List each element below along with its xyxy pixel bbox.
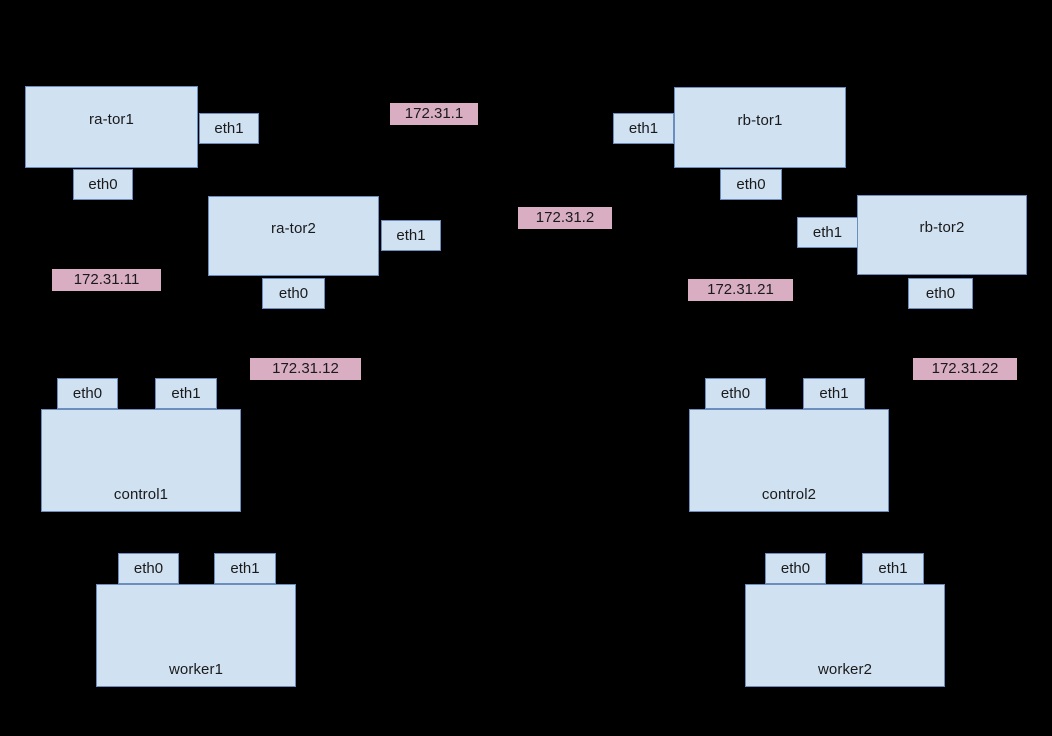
interface-control2-eth0[interactable]: eth0	[705, 378, 766, 409]
node-label-worker1: worker1	[168, 661, 224, 678]
node-label-worker2: worker2	[817, 661, 873, 678]
node-label-ra-tor2: ra-tor2	[271, 220, 316, 237]
node-control2[interactable]: control2	[689, 409, 889, 512]
network-label-net-172-31-21[interactable]: 172.31.21	[688, 279, 793, 301]
node-worker2[interactable]: worker2	[745, 584, 945, 687]
interface-control1-eth0[interactable]: eth0	[57, 378, 118, 409]
interface-worker1-eth1[interactable]: eth1	[214, 553, 276, 584]
node-label-control1: control1	[113, 486, 169, 503]
node-label-ra-tor1: ra-tor1	[89, 111, 134, 128]
network-label-net-172-31-11[interactable]: 172.31.11	[52, 269, 161, 291]
interface-control1-eth1[interactable]: eth1	[155, 378, 217, 409]
node-rb-tor1[interactable]: rb-tor1	[674, 87, 846, 168]
network-label-net-172-31-1[interactable]: 172.31.1	[390, 103, 478, 125]
network-label-net-172-31-12[interactable]: 172.31.12	[250, 358, 361, 380]
node-label-control2: control2	[761, 486, 817, 503]
interface-rb-tor2-eth0[interactable]: eth0	[908, 278, 973, 309]
node-control1[interactable]: control1	[41, 409, 241, 512]
node-label-rb-tor2: rb-tor2	[919, 219, 965, 236]
interface-worker2-eth1[interactable]: eth1	[862, 553, 924, 584]
interface-worker2-eth0[interactable]: eth0	[765, 553, 826, 584]
network-label-net-172-31-2[interactable]: 172.31.2	[518, 207, 612, 229]
node-worker1[interactable]: worker1	[96, 584, 296, 687]
interface-rb-tor2-eth1[interactable]: eth1	[797, 217, 858, 248]
node-label-rb-tor1: rb-tor1	[737, 112, 783, 129]
interface-ra-tor2-eth0[interactable]: eth0	[262, 278, 325, 309]
node-ra-tor1[interactable]: ra-tor1	[25, 86, 198, 168]
network-label-net-172-31-22[interactable]: 172.31.22	[913, 358, 1017, 380]
interface-ra-tor2-eth1[interactable]: eth1	[381, 220, 441, 251]
interface-control2-eth1[interactable]: eth1	[803, 378, 865, 409]
node-ra-tor2[interactable]: ra-tor2	[208, 196, 379, 276]
interface-rb-tor1-eth1[interactable]: eth1	[613, 113, 674, 144]
interface-ra-tor1-eth0[interactable]: eth0	[73, 169, 133, 200]
interface-rb-tor1-eth0[interactable]: eth0	[720, 169, 782, 200]
interface-ra-tor1-eth1[interactable]: eth1	[199, 113, 259, 144]
node-rb-tor2[interactable]: rb-tor2	[857, 195, 1027, 275]
interface-worker1-eth0[interactable]: eth0	[118, 553, 179, 584]
